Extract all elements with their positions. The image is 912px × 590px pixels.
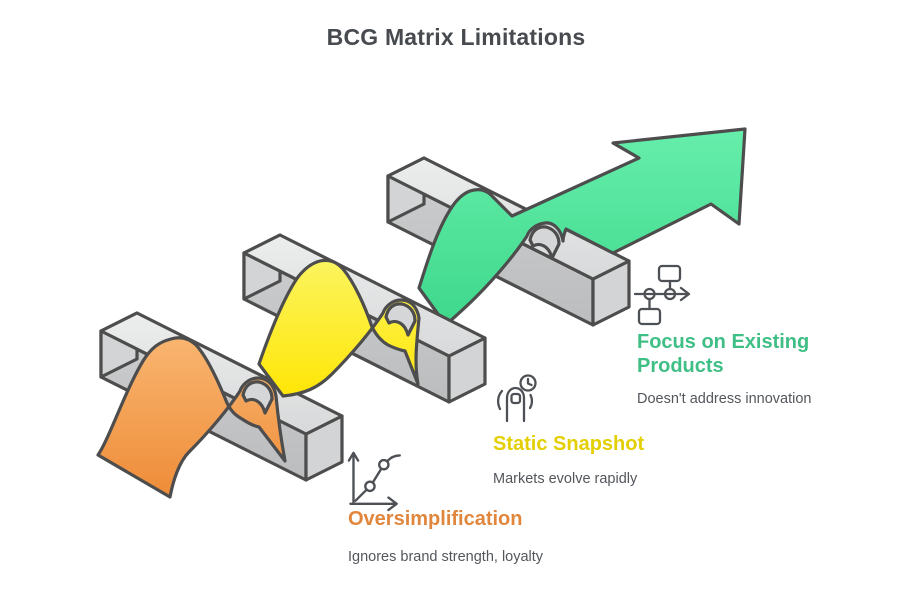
ribbon-orange (96, 336, 287, 499)
line-chart-icon (347, 451, 401, 512)
heading-focus-existing: Focus on Existing Products (637, 331, 810, 377)
ribbon-green-fold-gap (528, 225, 561, 260)
heading-oversimplification: Oversimplification (348, 508, 523, 530)
flowchart-arrow-icon (633, 264, 691, 326)
sub-static-snapshot: Markets evolve rapidly (493, 471, 638, 487)
sub-oversimplification: Ignores brand strength, loyalty (348, 549, 544, 565)
page-title: BCG Matrix Limitations (326, 24, 586, 50)
sub-focus-existing: Doesn't address innovation (637, 391, 812, 407)
ribbon-yellow-fold-gap (384, 302, 417, 337)
tap-clock-icon (496, 374, 537, 423)
ribbon-yellow (257, 258, 421, 398)
ribbon-orange-fold-gap (241, 380, 274, 415)
heading-static-snapshot: Static Snapshot (493, 433, 645, 455)
ribbon-green-arrow (417, 127, 747, 327)
